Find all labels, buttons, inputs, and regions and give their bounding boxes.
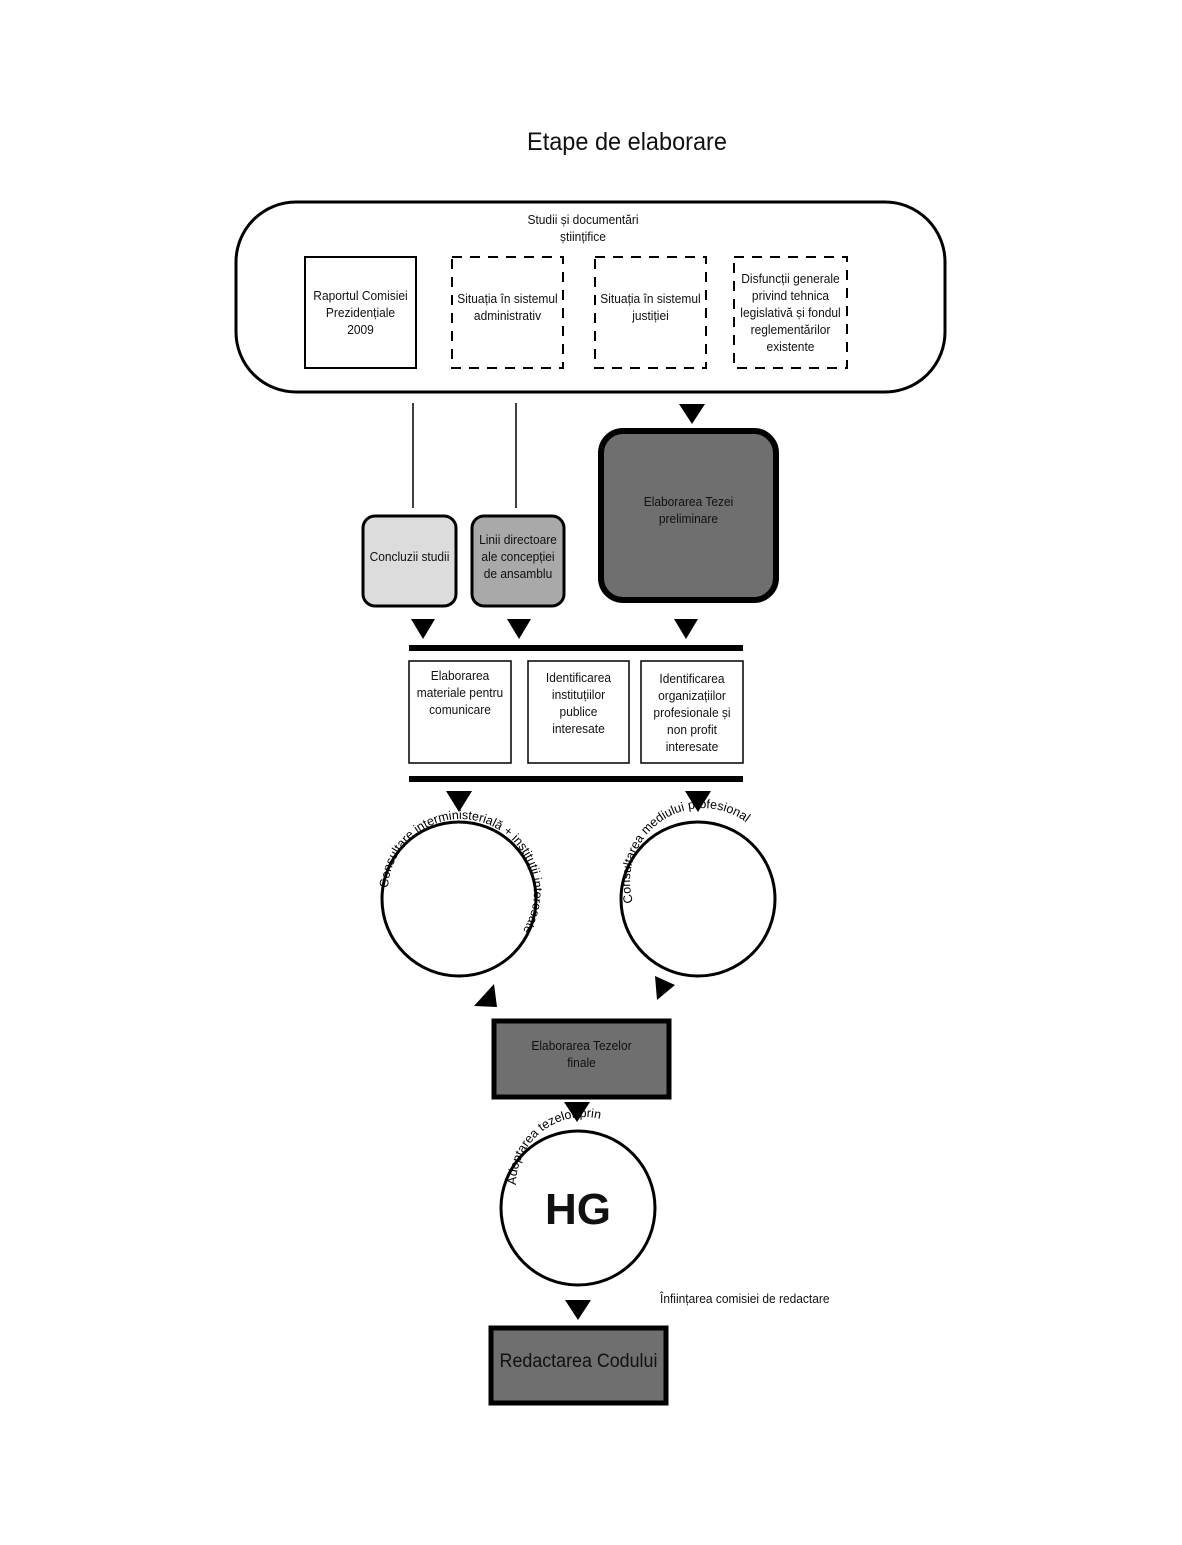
situatia-justitie-box <box>594 256 707 369</box>
raport-box <box>304 256 417 369</box>
redactarea-codului-box <box>488 1325 669 1406</box>
arrow-down-icon <box>685 791 711 812</box>
institutii-publice-label: Identificarea instituțiilor publice inte… <box>545 670 612 736</box>
arrow-down-icon <box>679 404 705 424</box>
linii-directoare-label: Linii directoare ale concepției de ansam… <box>479 531 557 581</box>
situatia-administrativ-label: Situația în sistemul administrativ <box>457 291 558 323</box>
arrow-right-icon <box>474 984 497 1007</box>
materiale-comunicare-label: Elaborarea materiale pentru comunicare <box>416 667 504 717</box>
bottom-bar <box>409 776 743 782</box>
disfunctii-label: Disfuncții generale privind tehnica legi… <box>740 271 841 354</box>
consultare-interministeriala-circle <box>380 820 538 978</box>
adoptare-hg-circle <box>499 1129 657 1287</box>
disfunctii-box <box>733 256 848 369</box>
arrow-right-icon <box>655 976 675 1000</box>
teze-finale-label: Elaborarea Tezelor finale <box>531 1038 632 1070</box>
linii-directoare-box <box>470 514 566 608</box>
hg-label: HG <box>545 1185 611 1234</box>
diagram-title: Etape de elaborare <box>527 128 727 156</box>
raport-label: Raportul Comisiei Prezidențiale 2009 <box>313 288 408 337</box>
arrow-down-icon <box>507 619 531 639</box>
situatia-administrativ-box <box>451 256 564 369</box>
teze-finale-box <box>491 1018 672 1100</box>
concluzii-box <box>361 514 458 608</box>
commission-note: Înființarea comisiei de redactare <box>660 1291 830 1306</box>
organizatii-profesionale-box <box>640 660 744 764</box>
studies-label: Studii și documentări științifice <box>527 212 639 244</box>
teza-preliminara-box <box>598 428 779 603</box>
institutii-publice-box <box>527 660 630 764</box>
concluzii-label: Concluzii studii <box>369 548 450 564</box>
top-bar <box>409 645 743 651</box>
consultarea-mediului-circle <box>619 820 777 978</box>
arrow-down-icon <box>446 791 472 812</box>
arrow-down-icon <box>565 1300 591 1320</box>
materiale-comunicare-box <box>408 660 512 764</box>
organizatii-profesionale-label: Identificarea organizațiilor profesional… <box>653 670 731 754</box>
redactarea-codului-label: Redactarea Codului <box>499 1351 658 1372</box>
arrow-down-icon <box>411 619 435 639</box>
arrow-down-icon <box>674 619 698 639</box>
teza-preliminara-label: Elaborarea Tezei preliminare <box>643 494 734 526</box>
arrow-down-icon <box>564 1102 590 1122</box>
situatia-justitie-label: Situația în sistemul justiției <box>600 291 701 323</box>
